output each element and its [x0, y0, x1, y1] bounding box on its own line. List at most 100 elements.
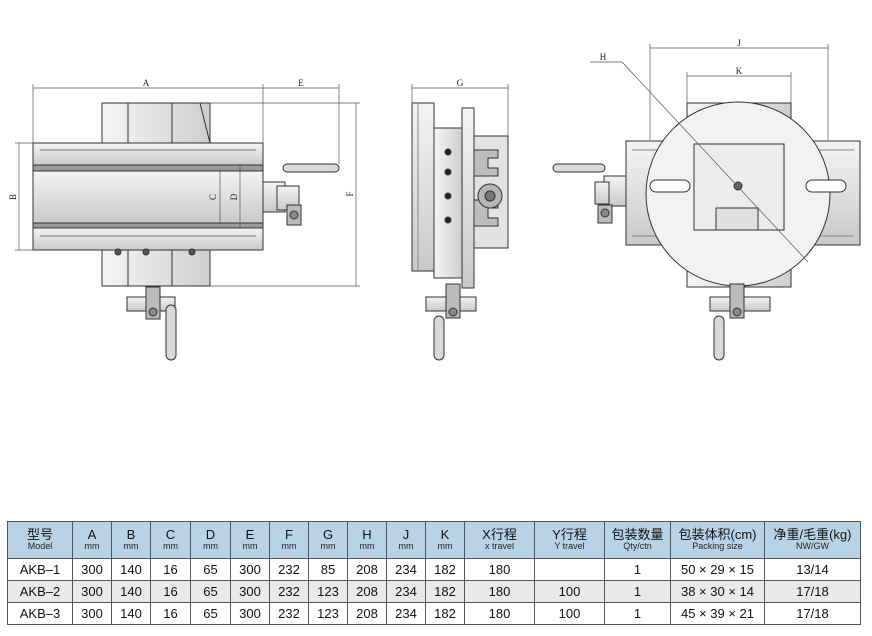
column-header-unit: Qty/ctn — [623, 541, 652, 551]
column-header: 包装体积(cm)Packing size — [670, 521, 765, 559]
dim-label-b: B — [8, 194, 18, 200]
table-cell: 50 × 29 × 15 — [670, 558, 765, 581]
dim-label-f: F — [345, 191, 355, 196]
table-cell: 1 — [604, 602, 671, 625]
table-cell: 180 — [464, 580, 535, 603]
column-header-unit: mm — [398, 541, 414, 551]
table-cell: 38 × 30 × 14 — [670, 580, 765, 603]
dim-label-e: E — [298, 78, 304, 88]
table-cell: 140 — [111, 558, 151, 581]
column-header-unit: mm — [163, 541, 178, 551]
table-cell: 182 — [425, 602, 465, 625]
column-header-title: D — [205, 527, 216, 542]
table-cell: 208 — [347, 580, 387, 603]
table-cell: 17/18 — [764, 602, 861, 625]
table-cell: 208 — [347, 602, 387, 625]
table-cell: 180 — [464, 558, 535, 581]
column-header-title: F — [285, 527, 293, 542]
table-cell: 300 — [230, 580, 270, 603]
dim-label-d: D — [229, 193, 239, 200]
table-cell: 300 — [72, 602, 112, 625]
dim-label-g: G — [457, 78, 464, 88]
column-header-unit: mm — [203, 541, 218, 551]
column-header-unit: mm — [281, 541, 297, 551]
table-cell: 182 — [425, 558, 465, 581]
table-cell: 232 — [269, 558, 309, 581]
dim-label-a: A — [143, 78, 150, 88]
column-header-title: B — [126, 527, 136, 542]
model-cell: AKB–1 — [7, 558, 73, 581]
column-header-unit: mm — [359, 541, 375, 551]
table-cell: 208 — [347, 558, 387, 581]
table-cell: 65 — [190, 580, 231, 603]
dim-label-k: K — [736, 66, 743, 76]
table-cell: 100 — [534, 602, 605, 625]
technical-drawing: A E B C D F G — [8, 38, 861, 361]
table-cell: 16 — [150, 558, 191, 581]
column-header-unit: mm — [84, 541, 100, 551]
table-cell: 85 — [308, 558, 348, 581]
table-cell: 140 — [111, 602, 151, 625]
column-header-title: G — [322, 527, 334, 542]
table-cell: 13/14 — [764, 558, 861, 581]
column-header-unit: mm — [320, 541, 336, 551]
table-cell: 300 — [230, 602, 270, 625]
table-cell — [534, 558, 605, 581]
column-header-unit: x travel — [484, 541, 514, 551]
column-header-title: K — [440, 527, 450, 542]
table-cell: 300 — [72, 580, 112, 603]
side-view — [411, 102, 509, 361]
table-cell: 17/18 — [764, 580, 861, 603]
column-header-title: 净重/毛重(kg) — [773, 527, 852, 542]
model-cell: AKB–3 — [7, 602, 73, 625]
column-header-unit: mm — [123, 541, 139, 551]
column-header-title: 包装数量 — [611, 527, 664, 542]
column-header-title: H — [362, 527, 372, 542]
column-header-title: C — [165, 527, 176, 542]
column-header-title: X行程 — [482, 527, 517, 542]
table-cell: 234 — [386, 580, 426, 603]
table-cell: 65 — [190, 602, 231, 625]
column-header-title: 包装体积(cm) — [678, 527, 757, 542]
top-view — [552, 101, 861, 361]
table-cell: 234 — [386, 558, 426, 581]
front-view — [32, 102, 340, 361]
table-cell: 16 — [150, 580, 191, 603]
table-cell: 140 — [111, 580, 151, 603]
column-header-title: J — [402, 527, 410, 542]
column-header: 净重/毛重(kg)NW/GW — [764, 521, 861, 559]
column-header-title: A — [87, 527, 97, 542]
model-cell: AKB–2 — [7, 580, 73, 603]
table-cell: 232 — [269, 602, 309, 625]
front-dimensions — [15, 84, 360, 287]
table-cell: 65 — [190, 558, 231, 581]
table-cell: 1 — [604, 580, 671, 603]
dim-label-h: H — [600, 52, 607, 62]
table-cell: 180 — [464, 602, 535, 625]
table-cell: 16 — [150, 602, 191, 625]
table-cell: 234 — [386, 602, 426, 625]
dim-label-c: C — [208, 194, 218, 200]
column-header-unit: Y travel — [554, 541, 585, 551]
column-header-unit: NW/GW — [796, 541, 829, 551]
table-cell: 182 — [425, 580, 465, 603]
table-cell: 100 — [534, 580, 605, 603]
table-cell: 1 — [604, 558, 671, 581]
table-cell: 300 — [230, 558, 270, 581]
